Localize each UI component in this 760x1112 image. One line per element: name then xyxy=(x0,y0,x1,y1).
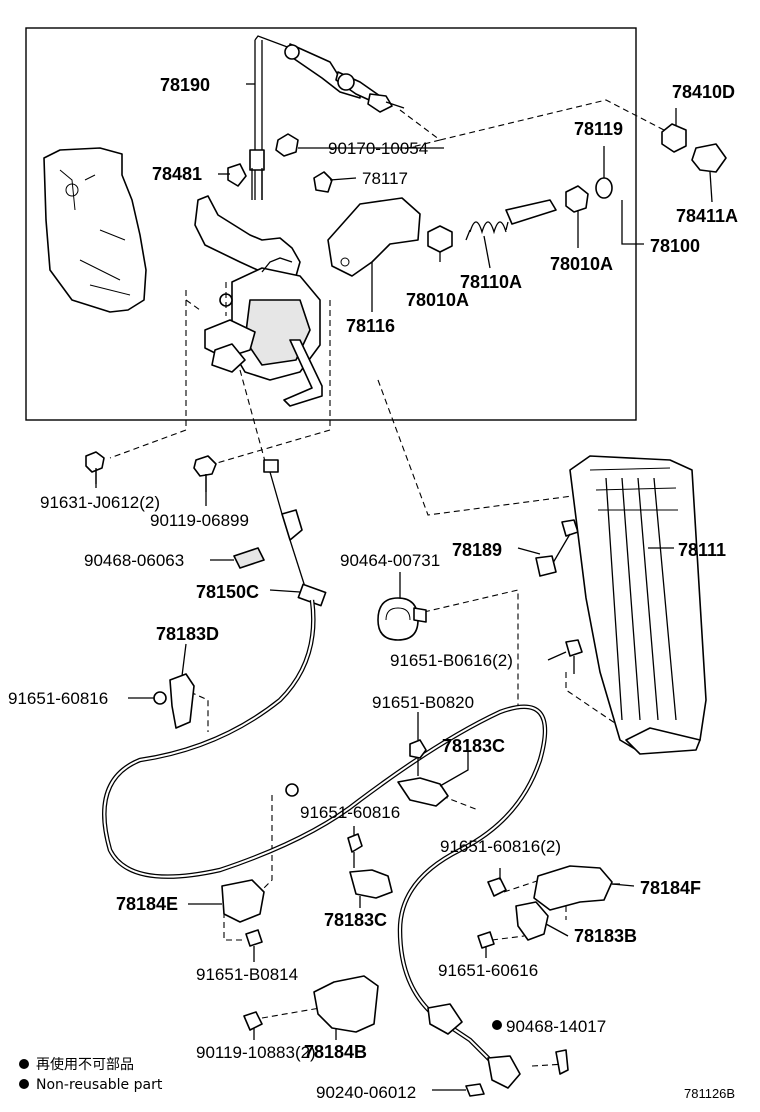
label-78117: 78117 xyxy=(362,169,408,188)
bracket-78183B xyxy=(515,901,549,941)
label-78184B: 78184B xyxy=(304,1042,367,1062)
clip-78481 xyxy=(227,163,247,187)
label-91631-J0612: 91631-J0612(2) xyxy=(40,493,160,512)
bolt-91631 xyxy=(85,451,105,484)
assembly-box-78100 xyxy=(25,27,637,421)
legend-english: Non-reusable part xyxy=(36,1077,163,1093)
bolt-90119-10883 xyxy=(243,1011,263,1031)
diagram-code: 781126B xyxy=(684,1086,735,1101)
label-78183C-upper: 78183C xyxy=(442,736,505,756)
label-91651-B0616: 91651-B0616(2) xyxy=(390,651,513,670)
label-78411A: 78411A xyxy=(676,206,738,226)
label-90240-06012: 90240-06012 xyxy=(316,1083,416,1102)
label-91651-60816-b: 91651-60816 xyxy=(300,803,400,822)
label-leaders xyxy=(95,83,713,1091)
label-78111: 78111 xyxy=(678,540,726,560)
cover-plate xyxy=(43,147,147,313)
bracket-78183D xyxy=(153,673,195,729)
label-90464-00731: 90464-00731 xyxy=(340,551,440,570)
label-90119-06899: 90119-06899 xyxy=(150,511,249,530)
label-78410D: 78410D xyxy=(672,82,735,102)
label-78190: 78190 xyxy=(160,75,210,95)
cap-78410D xyxy=(661,123,687,153)
label-78184E: 78184E xyxy=(116,894,178,914)
bracket-78184B xyxy=(313,975,379,1033)
label-90468-14017: 90468-14017 xyxy=(506,1017,606,1036)
label-90170-10054: 90170-10054 xyxy=(328,139,428,158)
bushing-78010A-right xyxy=(565,185,589,213)
bolt-91651-60616 xyxy=(477,931,495,949)
label-78010A-right: 78010A xyxy=(550,254,613,274)
nut-90170 xyxy=(275,133,299,157)
label-78116: 78116 xyxy=(346,316,395,336)
bolt-78189 xyxy=(535,519,579,577)
pin-90240 xyxy=(465,1083,485,1097)
non-reusable-mark xyxy=(492,1020,502,1030)
label-78184F: 78184F xyxy=(640,878,701,898)
bushing-78010A-left xyxy=(427,225,453,253)
label-91651-B0820: 91651-B0820 xyxy=(372,693,474,712)
shaft xyxy=(505,199,557,225)
clamp-90464 xyxy=(377,597,427,641)
bolt-91651-60816-2 xyxy=(487,877,507,897)
label-78100: 78100 xyxy=(650,236,700,256)
pedal-bracket-assembly xyxy=(194,195,323,407)
bolt-90119-06899 xyxy=(193,455,217,492)
label-90468-06063: 90468-06063 xyxy=(84,551,184,570)
label-90119-10883: 90119-10883(2) xyxy=(196,1043,316,1062)
bracket-78183C-upper xyxy=(397,777,449,807)
label-78110A: 78110A xyxy=(460,272,522,292)
pedal-pad-78111 xyxy=(569,455,707,755)
bolt-91651-B0616 xyxy=(565,639,583,674)
label-78183D: 78183D xyxy=(156,624,219,644)
clip-90468-14017 xyxy=(555,1049,569,1075)
bolt-91651-B0820 xyxy=(409,739,427,776)
label-91651-60616: 91651-60616 xyxy=(438,961,538,980)
part-78190-rod xyxy=(249,35,405,200)
clip-90468-06063 xyxy=(233,547,265,569)
knob-78411A xyxy=(691,143,727,173)
label-78189: 78189 xyxy=(452,540,502,560)
label-78183C-lower: 78183C xyxy=(324,910,387,930)
bracket-78183C-lower xyxy=(349,869,393,899)
bolt-91651-B0814 xyxy=(245,929,263,947)
label-78150C: 78150C xyxy=(196,582,259,602)
spring-78110A xyxy=(465,221,509,241)
cable-78150C xyxy=(102,459,548,1089)
label-91651-B0814: 91651-B0814 xyxy=(196,965,298,984)
label-78481: 78481 xyxy=(152,164,202,184)
part-78116-bracket xyxy=(327,197,421,277)
bolt-91651-60816-center xyxy=(347,833,363,868)
bracket-78184F xyxy=(533,865,613,911)
bracket-78184E xyxy=(221,879,265,923)
washer-78119 xyxy=(595,177,613,199)
label-78119: 78119 xyxy=(574,119,623,139)
legend-japanese: 再使用不可部品 xyxy=(36,1056,134,1073)
clip-78117 xyxy=(313,171,333,193)
label-78183B: 78183B xyxy=(574,926,637,946)
label-78010A-left: 78010A xyxy=(406,290,469,310)
label-91651-60816-a: 91651-60816 xyxy=(8,689,108,708)
dashed-leaders xyxy=(109,99,665,1067)
legend: 再使用不可部品 Non-reusable part xyxy=(19,1056,163,1093)
label-91651-60816-2: 91651-60816(2) xyxy=(440,837,561,856)
